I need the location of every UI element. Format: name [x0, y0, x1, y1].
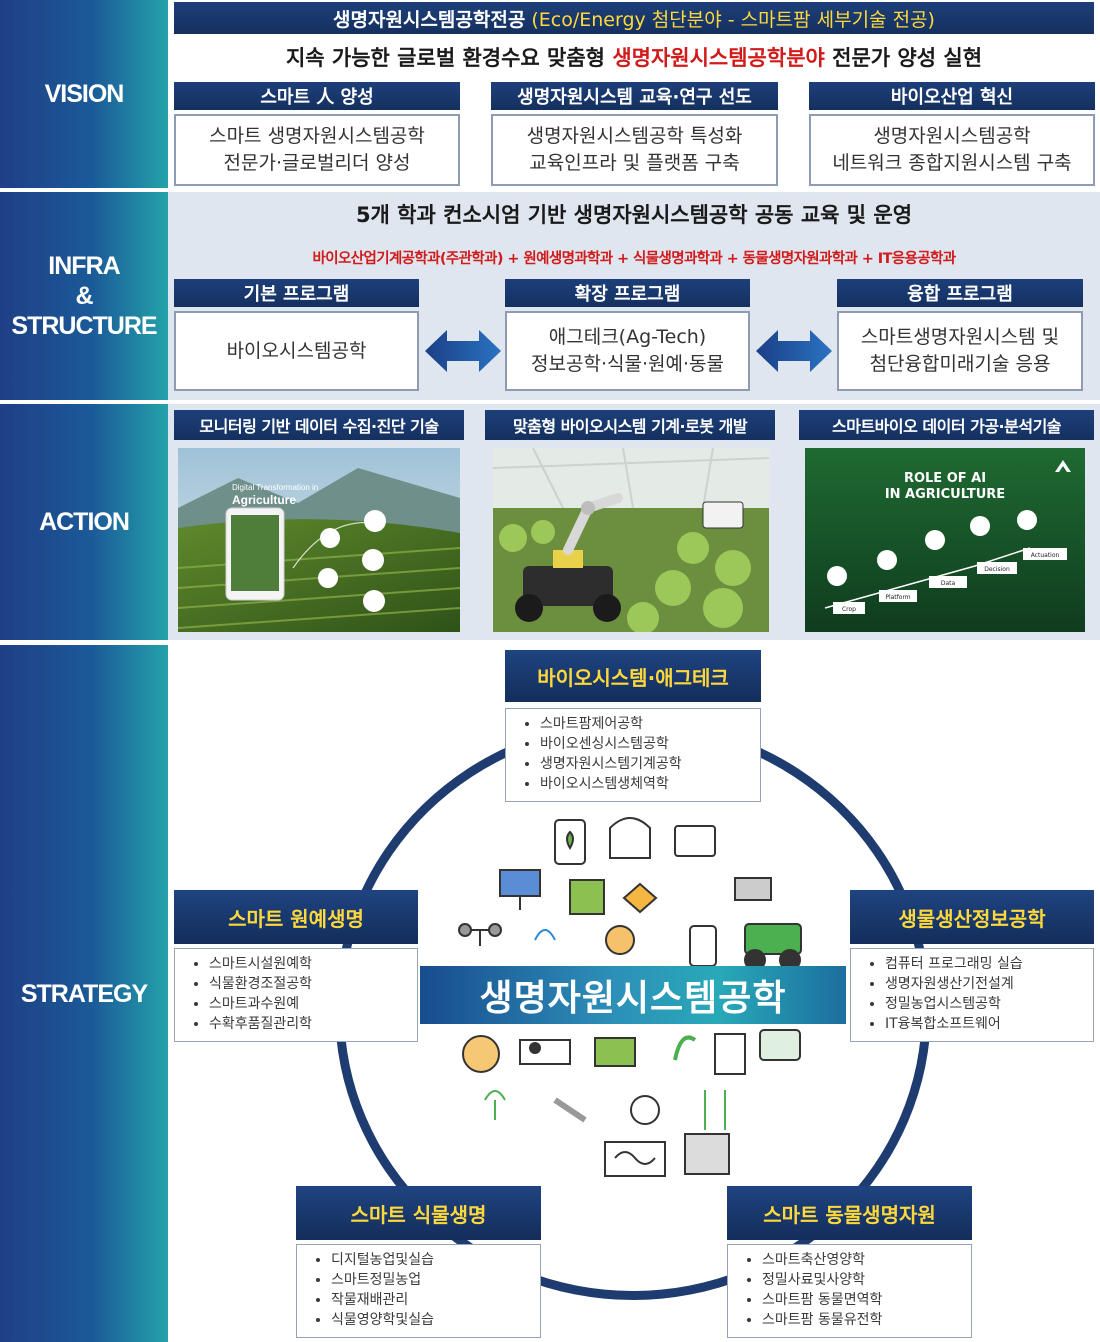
strategy-center-title: 생명자원시스템공학 [420, 966, 846, 1024]
infra-headline: 5개 학과 컨소시엄 기반 생명자원시스템공학 공동 교육 및 운영 [355, 203, 913, 227]
list-item: 식물환경조절공학 [209, 974, 417, 994]
list-item: 식물영양학및실습 [331, 1310, 540, 1330]
program-box-extended: 애그테크(Ag-Tech)정보공학·식물·원예·동물 [505, 311, 750, 391]
double-arrow-icon [756, 328, 832, 374]
vision-pillar-title-3: 바이오산업 혁신 [809, 82, 1095, 110]
ai-step-actuation: Actuation [1031, 552, 1060, 559]
vision-goal: 지속 가능한 글로벌 환경수요 맞춤형 생명자원시스템공학분야 전문가 양성 실… [285, 46, 983, 70]
list-item: 정밀사료및사양학 [762, 1270, 971, 1290]
ai-title-line2: IN AGRICULTURE [885, 487, 1005, 502]
ai-title-line1: ROLE OF AI [904, 471, 986, 486]
vision-title-bar: 생명자원시스템공학전공 (Eco/Energy 첨단분야 - 스마트팜 세부기술… [174, 2, 1094, 34]
strategy-list-bioproduction-info: 컴퓨터 프로그래밍 실습 생명자원생산기전설계 정밀농업시스템공학 IT융복합소… [850, 948, 1094, 1042]
ai-step-crop: Crop [842, 606, 856, 613]
strategy-list-smart-plant: 디지털농업및실습 스마트정밀농업 작물재배관리 식물영양학및실습 [296, 1244, 541, 1338]
infra-label: INFRA&STRUCTURE [0, 192, 168, 400]
vision-label: VISION [0, 0, 168, 188]
list-item: 스마트팜 동물유전학 [762, 1310, 971, 1330]
list-item: 스마트팜 동물면역학 [762, 1290, 971, 1310]
list-item: 디지털농업및실습 [331, 1250, 540, 1270]
action-title-3: 스마트바이오 데이터 가공·분석기술 [799, 410, 1094, 440]
action-title-1: 모니터링 기반 데이터 수집·진단 기술 [174, 410, 464, 440]
list-item: 생명자원생산기전설계 [885, 974, 1093, 994]
list-item: 스마트축산영양학 [762, 1250, 971, 1270]
strategy-title-bioproduction-info: 생물생산정보공학 [850, 890, 1094, 944]
list-item: 수확후품질관리학 [209, 1014, 417, 1034]
strategy-label: STRATEGY [0, 645, 168, 1342]
strategy-title-smart-animal: 스마트 동물생명자원 [727, 1186, 972, 1240]
program-box-basic: 바이오시스템공학 [174, 311, 419, 391]
list-item: 스마트정밀농업 [331, 1270, 540, 1290]
list-item: 바이오시스템생체역학 [540, 774, 760, 794]
list-item: 작물재배관리 [331, 1290, 540, 1310]
program-title-basic: 기본 프로그램 [174, 279, 419, 307]
strategy-list-biosystem-agtech: 스마트팜제어공학 바이오센싱시스템공학 생명자원시스템기계공학 바이오시스템생체… [505, 708, 761, 802]
list-item: 정밀농업시스템공학 [885, 994, 1093, 1014]
strategy-title-smart-plant: 스마트 식물생명 [296, 1186, 541, 1240]
program-title-extended: 확장 프로그램 [505, 279, 750, 307]
action-title-2: 맞춤형 바이오시스템 기계·로봇 개발 [485, 410, 775, 440]
vision-pillar-title-2: 생명자원시스템 교육·연구 선도 [491, 82, 778, 110]
list-item: 컴퓨터 프로그래밍 실습 [885, 954, 1093, 974]
double-arrow-icon [425, 328, 501, 374]
strategy-title-smart-horticulture: 스마트 원예생명 [174, 890, 418, 944]
strategy-list-smart-animal: 스마트축산영양학 정밀사료및사양학 스마트팜 동물면역학 스마트팜 동물유전학 [727, 1244, 972, 1338]
vision-pillar-title-1: 스마트 人 양성 [174, 82, 460, 110]
ai-agriculture-image: ROLE OF AI IN AGRICULTURE Crop Platform … [805, 448, 1085, 632]
list-item: 바이오센싱시스템공학 [540, 734, 760, 754]
digital-agriculture-image: Digital Transformation in Agriculture [178, 448, 460, 632]
list-item: 생명자원시스템기계공학 [540, 754, 760, 774]
program-title-convergence: 융합 프로그램 [837, 279, 1083, 307]
list-item: IT융복합소프트웨어 [885, 1014, 1093, 1034]
agri-robot-greenhouse-image [493, 448, 769, 632]
list-item: 스마트과수원예 [209, 994, 417, 1014]
list-item: 스마트팜제어공학 [540, 714, 760, 734]
ai-step-data: Data [941, 580, 956, 587]
image-caption-small: Digital Transformation in [232, 483, 318, 492]
infra-departments: 바이오산업기계공학과(주관학과) + 원예생명과학과 + 식물생명과학과 + 동… [312, 250, 957, 267]
list-item: 스마트시설원예학 [209, 954, 417, 974]
ai-step-decision: Decision [984, 566, 1010, 573]
strategy-title-biosystem-agtech: 바이오시스템·애그테크 [505, 650, 761, 702]
action-label: ACTION [0, 404, 168, 640]
ai-step-platform: Platform [885, 594, 910, 601]
image-caption-large: Agriculture [232, 493, 296, 507]
strategy-list-smart-horticulture: 스마트시설원예학 식물환경조절공학 스마트과수원예 수확후품질관리학 [174, 948, 418, 1042]
smart-farm-icon-cluster [445, 800, 825, 1180]
